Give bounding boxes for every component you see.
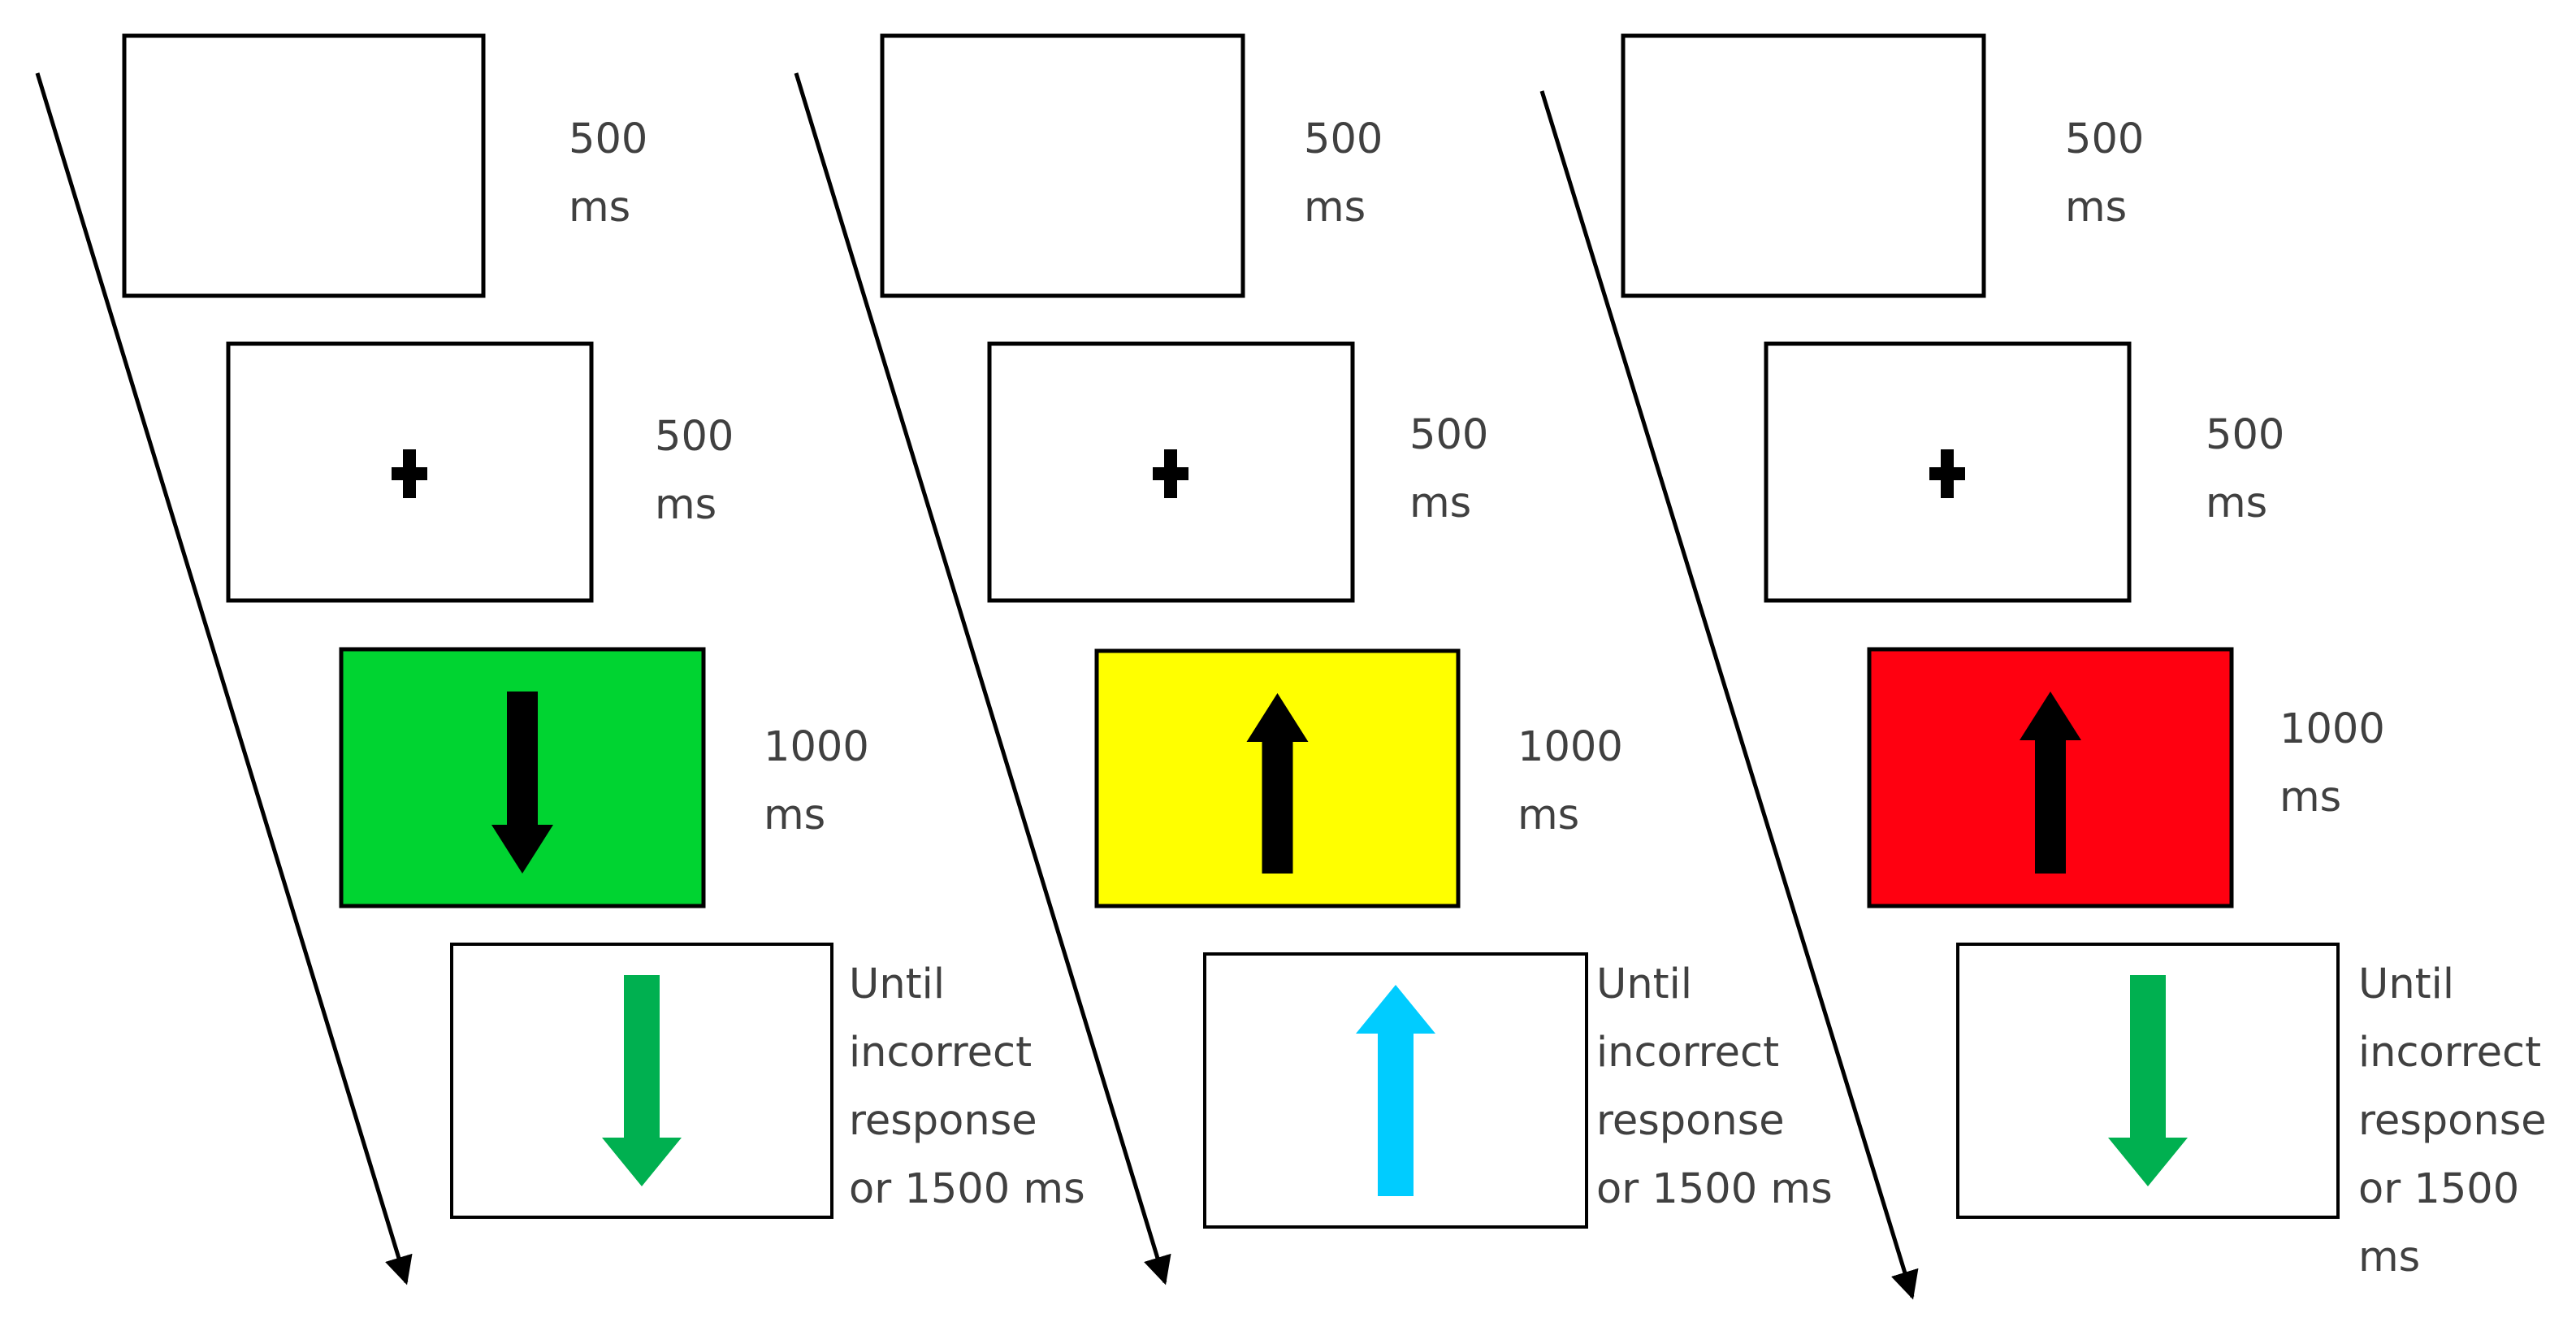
time-arrow-right (1539, 90, 1919, 1300)
arrow-down-shape (2108, 975, 2188, 1186)
duration-label: 500 ms (2065, 115, 2145, 232)
middle-frame-blank (880, 33, 1245, 298)
fixation-cross-icon (392, 449, 427, 498)
arrow-down-icon (491, 692, 553, 874)
right-frame-blank (1621, 33, 1986, 298)
time-arrow-middle (794, 72, 1171, 1285)
arrow-up-shape (1356, 985, 1435, 1196)
duration-label: 1000 ms (2279, 705, 2385, 822)
arrow-down-icon (2108, 975, 2188, 1186)
left-frame-blank (122, 33, 486, 298)
fixation-cross-icon (1153, 449, 1188, 498)
duration-label: Until incorrect response or 1500 ms (1596, 960, 1833, 1213)
duration-label: 500 ms (1304, 115, 1383, 232)
duration-label: 500 ms (655, 413, 734, 529)
arrow-up-icon (1246, 693, 1309, 874)
arrow-up-icon (2020, 692, 2081, 874)
duration-label: 500 ms (2206, 411, 2285, 527)
arrow-up-shape (1246, 693, 1309, 874)
arrow-down-shape (491, 692, 553, 874)
arrow-up-icon (1356, 985, 1435, 1196)
arrow-down-icon (602, 975, 682, 1186)
arrow-up-shape (2020, 692, 2081, 874)
duration-label: 500 ms (1409, 411, 1489, 527)
fixation-cross-icon (1929, 449, 1965, 498)
duration-label: Until incorrect response or 1500 ms (2358, 960, 2547, 1281)
duration-label: Until incorrect response or 1500 ms (849, 960, 1085, 1213)
duration-label: 1000 ms (1517, 723, 1623, 839)
duration-label: 1000 ms (764, 723, 869, 839)
duration-label: 500 ms (569, 115, 648, 232)
time-arrow-left (35, 72, 413, 1285)
arrow-down-shape (602, 975, 682, 1186)
